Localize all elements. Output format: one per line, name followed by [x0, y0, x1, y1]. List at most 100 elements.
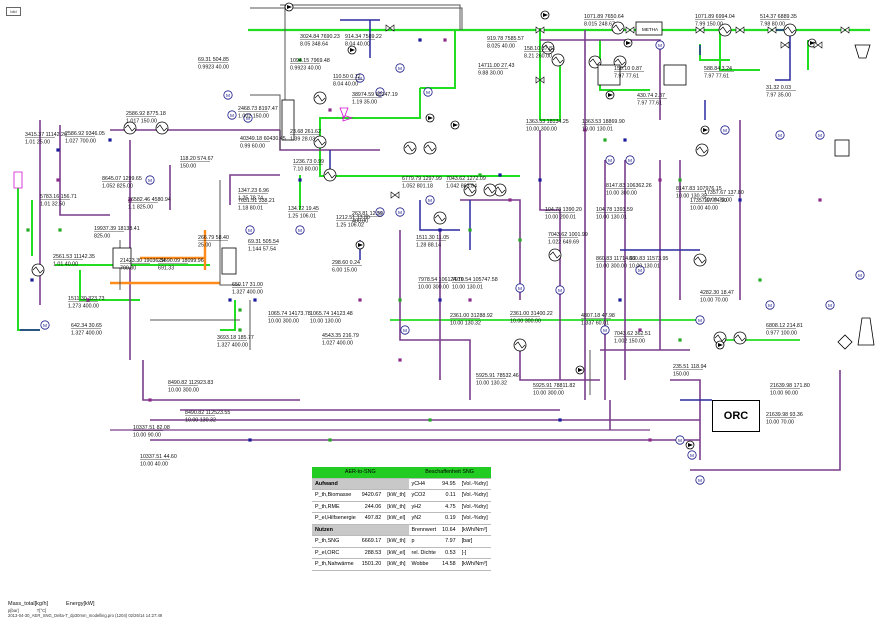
stream-pressure-temperature: 1.027 400.00: [322, 340, 353, 346]
svg-text:M: M: [226, 93, 230, 99]
stream-mass-energy: 17357.67 137.80: [704, 190, 744, 196]
stream-mass-energy: 7978.54 106124.16: [418, 277, 464, 283]
stream-mass-energy: 1363.53 18134.25: [526, 119, 569, 125]
valve-symbol: [813, 41, 823, 49]
heat-exchanger-symbol: [718, 23, 732, 37]
stream-marker: [238, 328, 242, 332]
stream-label: 158.10 37.818.21 260.00: [524, 46, 555, 59]
svg-text:M: M: [43, 323, 47, 329]
stream-mass-energy: 7043.62 1001.99: [548, 232, 588, 238]
stream-pressure-temperature: 10.00 40.00: [140, 461, 168, 467]
gas-line: [599, 40, 650, 91]
stream-marker: [398, 298, 402, 302]
svg-text:M: M: [426, 90, 430, 96]
stream-label: 298.60 0.246.00 15.00: [332, 260, 362, 273]
stream-label: 2586.92 9346.051.027 700.00: [65, 131, 105, 144]
stream-mass-energy: 7043.62 1272.09: [446, 176, 486, 182]
stream-mass-energy: 7631.51 338.21: [238, 198, 275, 204]
stream-label: 7631.51 338.211.18 80.01: [238, 198, 275, 211]
stream-pressure-temperature: 691.33: [158, 265, 174, 271]
motor-symbol: M: [395, 207, 405, 217]
stream-marker: [468, 228, 472, 232]
stream-pressure-temperature: 1.337 60.01: [581, 320, 609, 326]
motor-symbol: M: [145, 175, 155, 185]
stream-pressure-temperature: 1.25 106.02: [336, 222, 364, 228]
stream-pressure-temperature: 1.18 80.01: [238, 205, 263, 211]
silo-symbol: [13, 171, 23, 189]
stream-mass-energy: 1094.15 7969.48: [290, 58, 330, 64]
stream-marker: [438, 228, 442, 232]
pump-symbol: [715, 340, 725, 350]
pump-symbol: [425, 113, 435, 123]
stream-pressure-temperature: 1.052 825.00: [102, 183, 133, 189]
stream-mass-energy: 514.37 6889.35: [760, 14, 797, 20]
svg-text:M: M: [828, 303, 832, 309]
stream-mass-energy: 17357.67 74.90: [690, 198, 727, 204]
svg-text:M: M: [778, 133, 782, 139]
combustor-symbol: [221, 247, 237, 275]
stream-pressure-temperature: 10.00 130.32: [676, 193, 707, 199]
valve-symbol: [385, 24, 395, 32]
stream-marker: [128, 198, 132, 202]
stream-pressure-temperature: 825.00: [94, 233, 110, 239]
funnel-symbol: [339, 107, 349, 120]
heat-exchanger-symbol: [313, 135, 327, 149]
stream-pressure-temperature: 1.002 150.00: [614, 338, 645, 344]
stream-label: 23.68 261.621.39 28.03: [290, 129, 321, 142]
stream-mass-energy: 1511.30 323.73: [68, 296, 104, 302]
stream-marker: [398, 358, 402, 362]
stream-marker: [238, 308, 242, 312]
svg-text:M: M: [658, 43, 662, 49]
stream-mass-energy: 5783.16 156.71: [40, 194, 77, 200]
pipe-line: [250, 94, 281, 150]
stream-label: 7043.62 1001.991.022 649.69: [548, 232, 588, 245]
svg-text:M: M: [378, 210, 382, 216]
stream-pressure-temperature: 10.00 130.32: [185, 417, 216, 423]
legend-section-nutzen: Nutzen: [312, 524, 409, 536]
svg-text:M: M: [518, 286, 522, 292]
stream-mass-energy: 8645.07 1299.65: [102, 176, 142, 182]
stream-label: 2586.92 8775.181.017 150.00: [126, 111, 166, 124]
svg-text:M: M: [638, 268, 642, 274]
component-tags: METHA: [642, 27, 659, 32]
stream-mass-energy: 4543.35 216.79: [322, 333, 359, 339]
flue-line: [142, 360, 300, 401]
stream-pressure-temperature: 10.00 130.01: [629, 263, 660, 269]
stream-label: 1511.30 323.731.273 400.00: [68, 296, 104, 309]
stream-mass-energy: 21639.98 93.36: [766, 412, 803, 418]
orc-unit[interactable]: ORC: [712, 400, 760, 432]
stream-label: 642.34 30.651.327 400.00: [71, 323, 102, 336]
motor-symbol: M: [375, 207, 385, 217]
motor-symbol: M: [555, 285, 565, 295]
svg-text:M: M: [603, 328, 607, 334]
heat-exchanger-symbol: [611, 21, 625, 35]
stream-marker: [253, 298, 257, 302]
svg-text:M: M: [230, 113, 234, 119]
heat-exchanger-symbol: [733, 331, 747, 345]
pressure-label: p[bar]: [8, 608, 19, 613]
stream-mass-energy: 650.17 31.00: [232, 282, 263, 288]
valve-symbol: [625, 26, 635, 34]
stream-mass-energy: 8147.83 106362.26: [606, 183, 652, 189]
pipe-line: [250, 7, 463, 30]
pump-symbol: [355, 240, 365, 250]
stream-label: 158.10 0.877.97 77.61: [614, 66, 644, 79]
separator-vessel: [663, 64, 687, 86]
stream-mass-energy: 1236.73 0.99: [293, 159, 324, 165]
gas-line: [17, 185, 40, 331]
motor-symbol: M: [395, 63, 405, 73]
stream-pressure-temperature: 1.39 28.03: [290, 136, 315, 142]
legend-left-header: AER-to-SNG: [312, 467, 409, 479]
stream-marker: [518, 238, 522, 242]
stream-mass-energy: 104.78 1393.59: [596, 207, 633, 213]
svg-text:M: M: [678, 438, 682, 444]
stream-mass-energy: 860.83 11714.63: [596, 256, 635, 262]
stream-mass-energy: 3693.18 185.77: [217, 335, 254, 341]
